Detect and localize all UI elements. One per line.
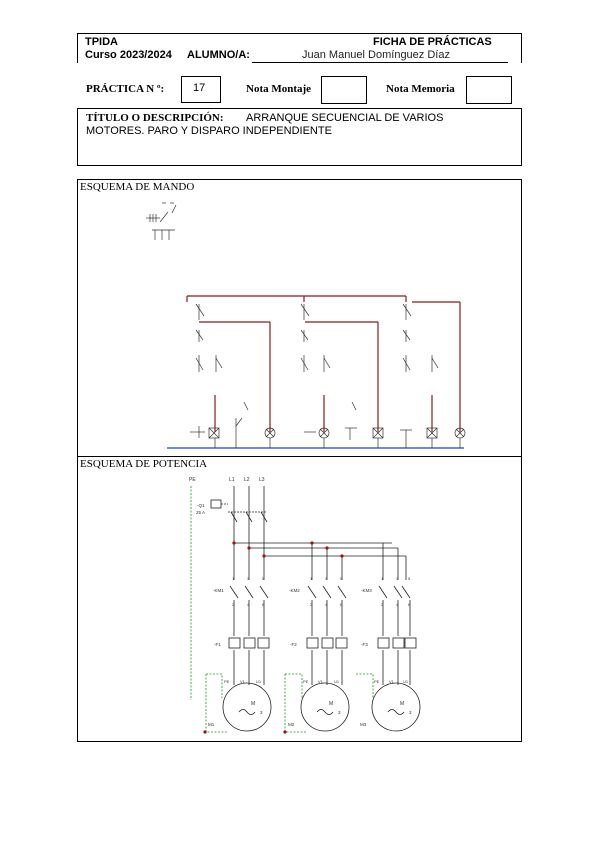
practice-number-label: PRÁCTICA N º: — [86, 83, 165, 95]
km1-t4: 4 — [247, 602, 250, 607]
org-name: TPIDA — [85, 36, 118, 48]
km2-t2: 2 — [310, 602, 313, 607]
km2-label: -KM2 — [289, 588, 300, 593]
km1-t5: 5 — [262, 576, 265, 581]
student-underline — [252, 62, 508, 63]
power-wiring — [210, 486, 421, 732]
m1-v1: V1 — [240, 679, 246, 684]
motor2-symbol: M — [329, 701, 333, 707]
motor1-phase: 3 — [260, 710, 263, 715]
km3-t2: 2 — [381, 602, 384, 607]
practice-number-box — [181, 76, 221, 103]
km3-t6: 6 — [408, 602, 411, 607]
l1-label: L1 — [229, 477, 235, 483]
m1-pe: PE — [224, 679, 230, 684]
km1-t2: 2 — [232, 602, 235, 607]
doc-title: FICHA DE PRÁCTICAS — [373, 36, 492, 48]
motor3-symbol: M — [400, 701, 404, 707]
report-grade-box[interactable] — [466, 76, 512, 104]
line-bus — [186, 295, 461, 432]
f3-label: -F3 — [361, 642, 368, 647]
m3-v1: V1 — [389, 679, 395, 684]
terminal-numbers: 1 3 5 2 4 6 1 3 5 2 4 6 1 3 5 2 4 6 PE V… — [224, 576, 411, 684]
schematics-frame — [77, 179, 522, 742]
km3-t3: 3 — [396, 576, 399, 581]
km2-t3: 3 — [325, 576, 328, 581]
assembly-grade-label: Nota Montaje — [246, 83, 312, 95]
km3-label: -KM3 — [361, 588, 372, 593]
motor1-symbol: M — [251, 701, 255, 707]
report-grade-label: Nota Memoria — [386, 83, 455, 95]
km1-label: -KM1 — [213, 588, 224, 593]
title-text-line2: MOTORES. PARO Y DISPARO INDEPENDIENTE — [86, 125, 332, 137]
km3-t1: 1 — [381, 576, 384, 581]
q1-tag: -Q1 — [197, 503, 205, 508]
m3-label: M3 — [360, 722, 367, 727]
km3-t5: 5 — [408, 576, 411, 581]
section-divider — [77, 456, 522, 457]
m3-u1: U1 — [403, 679, 409, 684]
motor2-phase: 3 — [338, 710, 341, 715]
assembly-grade-box[interactable] — [321, 76, 367, 104]
f1-label: -F1 — [214, 642, 221, 647]
practice-number: 17 — [193, 82, 206, 94]
student-name: Juan Manuel Domínguez Díaz — [302, 49, 450, 61]
m3-pe: PE — [374, 679, 380, 684]
title-label: TÍTULO O DESCRIPCIÓN: — [86, 112, 224, 124]
m1-label: M1 — [208, 722, 215, 727]
f2-label: -F2 — [290, 642, 297, 647]
course-label: Curso 2023/2024 — [85, 49, 172, 61]
m2-pe: PE — [303, 679, 309, 684]
km2-t6: 6 — [340, 602, 343, 607]
l2-label: L2 — [244, 477, 250, 483]
power-section-label: ESQUEMA DE POTENCIA — [80, 458, 208, 470]
m2-v1: V1 — [318, 679, 324, 684]
title-box — [77, 108, 522, 166]
student-label: ALUMNO/A: — [187, 49, 250, 61]
q1-rating: 25 A — [196, 510, 205, 515]
m1-u1: U1 — [256, 679, 262, 684]
km3-t4: 4 — [396, 602, 399, 607]
km2-t4: 4 — [325, 602, 328, 607]
legend-symbol — [146, 202, 177, 240]
m2-label: M2 — [288, 722, 295, 727]
junction-dots — [203, 541, 344, 734]
m2-u1: U1 — [334, 679, 340, 684]
title-text-line1: ARRANQUE SECUENCIAL DE VARIOS — [246, 112, 444, 124]
km1-t3: 3 — [247, 576, 250, 581]
km1-t1: 1 — [232, 576, 235, 581]
km1-t6: 6 — [262, 602, 265, 607]
pe-label: PE — [189, 477, 196, 483]
km2-t5: 5 — [340, 576, 343, 581]
header-box — [77, 33, 522, 63]
motor3-phase: 3 — [409, 710, 412, 715]
control-section-label: ESQUEMA DE MANDO — [80, 181, 195, 193]
km2-t1: 1 — [310, 576, 313, 581]
l3-label: L3 — [259, 477, 265, 483]
control-contacts — [190, 303, 466, 448]
